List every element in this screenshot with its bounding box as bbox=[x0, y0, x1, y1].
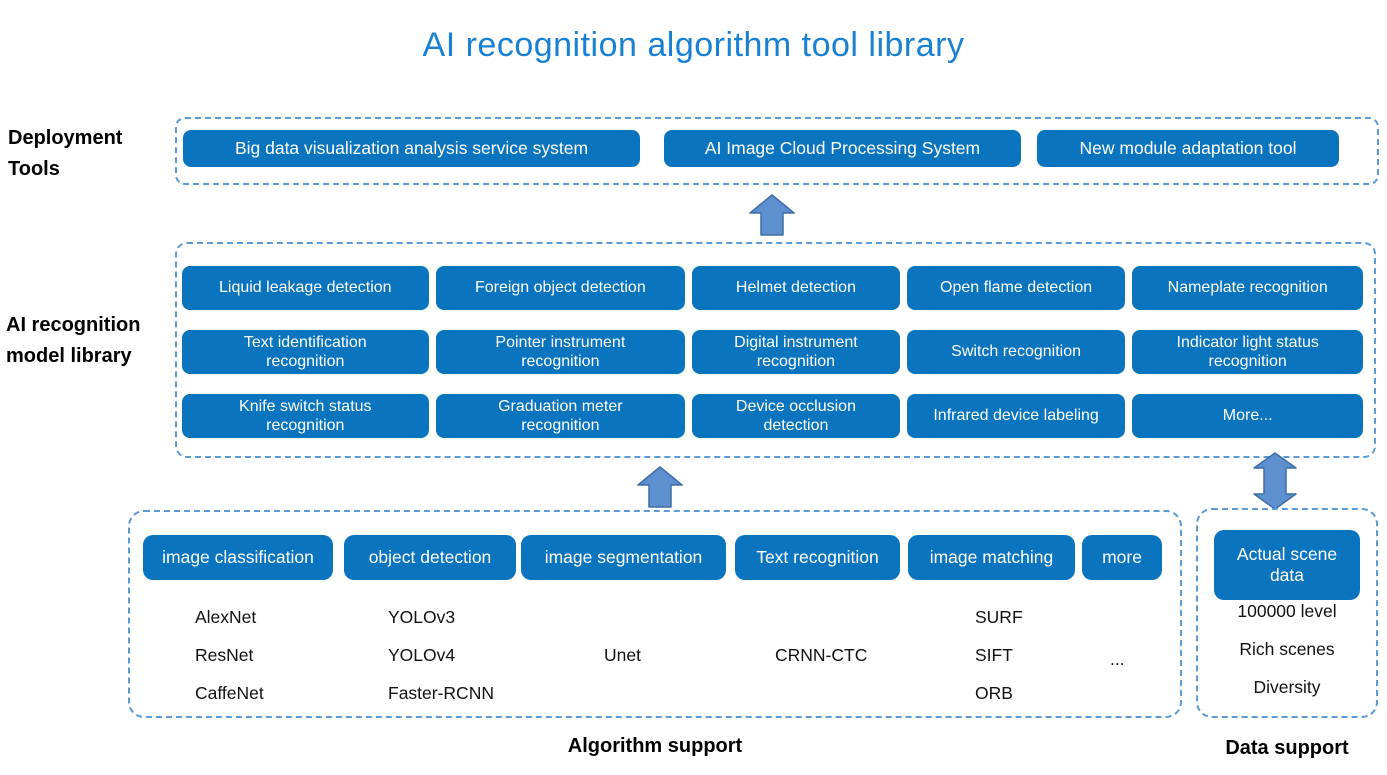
actual-scene-data-pill: Actual scene data bbox=[1214, 530, 1360, 600]
algorithm-list-object-detection: YOLOv3 YOLOv4 Faster-RCNN bbox=[388, 598, 494, 712]
algorithm-item: ResNet bbox=[195, 645, 254, 665]
model-pill-liquid-leakage: Liquid leakage detection bbox=[182, 266, 429, 310]
deployment-tool-ai-image-cloud: AI Image Cloud Processing System bbox=[664, 130, 1021, 167]
algorithm-item: AlexNet bbox=[195, 607, 257, 627]
model-pill-text-identification: Text identification recognition bbox=[182, 330, 429, 374]
algorithm-item: YOLOv4 bbox=[388, 645, 456, 665]
model-pill-infrared-labeling: Infrared device labeling bbox=[906, 394, 1126, 438]
algorithm-support-box bbox=[128, 510, 1182, 718]
algorithm-support-label: Algorithm support bbox=[567, 735, 743, 757]
data-support-label: Data support bbox=[1225, 737, 1349, 759]
page-title: AI recognition algorithm tool library bbox=[422, 26, 965, 64]
up-arrow-icon bbox=[637, 466, 683, 508]
model-pill-open-flame: Open flame detection bbox=[906, 266, 1126, 310]
algorithm-item: YOLOv3 bbox=[388, 607, 456, 627]
deployment-tools-box bbox=[175, 117, 1379, 185]
algorithm-list-image-segmentation: Unet bbox=[604, 636, 641, 674]
data-support-item: Diversity bbox=[1253, 677, 1321, 697]
algorithm-item: Unet bbox=[604, 645, 641, 665]
deployment-tool-new-module-adaptation: New module adaptation tool bbox=[1037, 130, 1339, 167]
data-support-item: 100000 level bbox=[1237, 601, 1337, 621]
model-pill-switch: Switch recognition bbox=[906, 330, 1126, 374]
model-pill-device-occlusion: Device occlusion detection bbox=[692, 394, 900, 438]
category-pill-image-classification: image classification bbox=[143, 535, 333, 580]
data-support-item: Rich scenes bbox=[1239, 639, 1335, 659]
category-pill-image-matching: image matching bbox=[908, 535, 1075, 580]
model-pill-pointer-instrument: Pointer instrument recognition bbox=[435, 330, 686, 374]
model-pill-graduation-meter: Graduation meter recognition bbox=[435, 394, 686, 438]
up-down-arrow-icon bbox=[1253, 452, 1297, 510]
algorithm-list-text-recognition: CRNN-CTC bbox=[775, 636, 867, 674]
algorithm-item: ORB bbox=[975, 683, 1013, 703]
model-pill-nameplate: Nameplate recognition bbox=[1132, 266, 1363, 310]
data-support-box bbox=[1196, 508, 1378, 718]
algorithm-item: CaffeNet bbox=[195, 683, 264, 703]
model-library-box bbox=[175, 242, 1376, 458]
model-pill-foreign-object: Foreign object detection bbox=[435, 266, 686, 310]
deployment-tools-label: Deployment Tools bbox=[8, 127, 123, 180]
model-pill-more: More... bbox=[1132, 394, 1363, 438]
algorithm-item: SIFT bbox=[975, 645, 1013, 665]
model-pill-digital-instrument: Digital instrument recognition bbox=[692, 330, 900, 374]
model-pill-helmet: Helmet detection bbox=[692, 266, 900, 310]
algorithm-item: CRNN-CTC bbox=[775, 645, 868, 665]
model-library-grid: Liquid leakage detection Foreign object … bbox=[182, 266, 1363, 438]
algorithm-item: SURF bbox=[975, 607, 1023, 627]
category-pill-text-recognition: Text recognition bbox=[735, 535, 900, 580]
model-pill-knife-switch: Knife switch status recognition bbox=[182, 394, 429, 438]
algorithm-list-image-classification: AlexNet ResNet CaffeNet bbox=[195, 598, 264, 712]
up-arrow-icon bbox=[749, 194, 795, 236]
category-pill-object-detection: object detection bbox=[344, 535, 516, 580]
category-pill-more: more bbox=[1082, 535, 1162, 580]
algorithm-list-image-matching: SURF SIFT ORB bbox=[975, 598, 1023, 712]
model-library-label: AI recognition model library bbox=[6, 314, 141, 367]
deployment-tool-big-data-visualization: Big data visualization analysis service … bbox=[183, 130, 640, 167]
algorithm-item: ... bbox=[1110, 649, 1125, 669]
category-pill-image-segmentation: image segmentation bbox=[521, 535, 726, 580]
algorithm-item: Faster-RCNN bbox=[388, 683, 494, 703]
data-support-list: 100000 level Rich scenes Diversity bbox=[1196, 592, 1378, 706]
model-pill-indicator-light: Indicator light status recognition bbox=[1132, 330, 1363, 374]
algorithm-list-more: ... bbox=[1110, 640, 1125, 678]
